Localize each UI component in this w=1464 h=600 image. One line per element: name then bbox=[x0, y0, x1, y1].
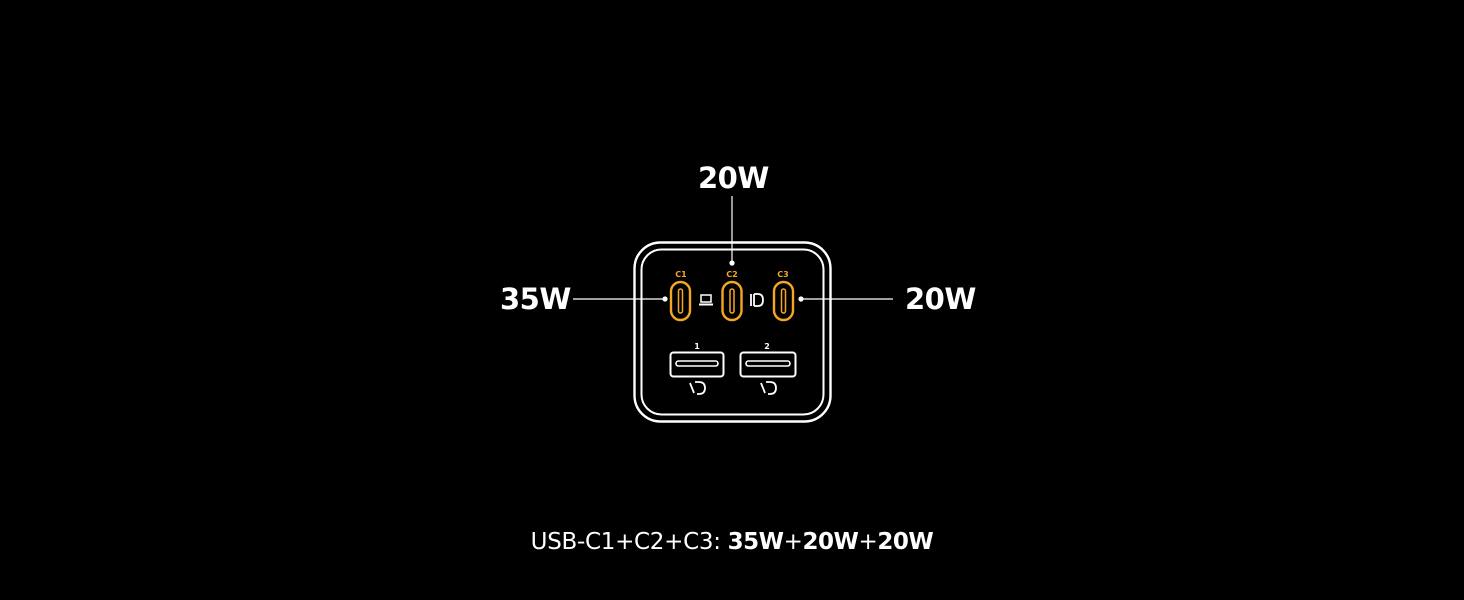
laptop-icon bbox=[699, 294, 713, 306]
port-label-a2: 2 bbox=[764, 342, 770, 351]
port-label-a1: 1 bbox=[694, 342, 700, 351]
charger-outer-outline bbox=[633, 241, 832, 423]
leader-dot-c3 bbox=[798, 296, 804, 302]
leader-dot-c1 bbox=[662, 296, 668, 302]
usb-c-port-c2 bbox=[721, 280, 743, 322]
charger-inner-outline bbox=[640, 248, 825, 416]
caption-prefix: USB-C1+C2+C3: bbox=[530, 529, 728, 555]
callout-c1-wattage: 35W bbox=[500, 282, 571, 316]
leader-dot-c2 bbox=[729, 260, 735, 266]
caption-plus: + bbox=[858, 529, 878, 555]
callout-c3-wattage: 20W bbox=[905, 282, 976, 316]
callout-c2-wattage: 20W bbox=[698, 161, 769, 195]
port-label-c2: C2 bbox=[726, 270, 737, 279]
fast-charge-icon bbox=[689, 381, 706, 395]
caption-plus: + bbox=[783, 529, 803, 555]
port-label-c1: C1 bbox=[675, 270, 687, 279]
usb-a-port-1 bbox=[669, 351, 725, 378]
caption-wattage-c1: 35W bbox=[727, 529, 784, 555]
caption-wattage-c3: 20W bbox=[877, 529, 934, 555]
port-label-c3: C3 bbox=[777, 270, 788, 279]
power-delivery-icon bbox=[750, 293, 764, 307]
caption-wattage-c2: 20W bbox=[802, 529, 859, 555]
leader-lines bbox=[573, 196, 893, 302]
usb-a-port-2 bbox=[739, 351, 797, 378]
combined-output-caption: USB-C1+C2+C3: 35W+20W+20W bbox=[0, 528, 1464, 556]
usb-c-port-c3 bbox=[772, 280, 795, 322]
usb-c-port-c1 bbox=[669, 280, 692, 322]
fast-charge-icon bbox=[760, 381, 777, 395]
